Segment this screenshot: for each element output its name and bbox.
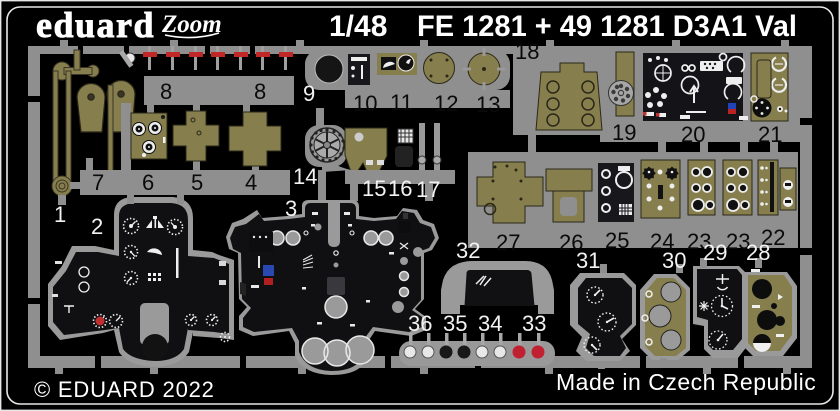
svg-text:26: 26: [559, 230, 583, 255]
svg-text:29: 29: [703, 240, 727, 265]
svg-text:23: 23: [687, 229, 711, 254]
svg-text:28: 28: [746, 240, 770, 265]
svg-text:4: 4: [245, 170, 257, 195]
svg-text:31: 31: [576, 248, 600, 273]
svg-text:8: 8: [254, 79, 266, 104]
svg-text:7: 7: [92, 170, 104, 195]
svg-text:Zoom: Zoom: [161, 11, 222, 38]
svg-text:eduard: eduard: [36, 5, 155, 45]
svg-text:18: 18: [515, 39, 539, 64]
svg-text:22: 22: [761, 225, 785, 250]
svg-text:25: 25: [605, 228, 629, 253]
svg-text:27: 27: [496, 230, 520, 255]
svg-text:8: 8: [160, 79, 172, 104]
svg-text:9: 9: [303, 81, 315, 106]
svg-text:19: 19: [612, 120, 636, 145]
svg-text:10: 10: [353, 91, 377, 116]
svg-text:2: 2: [91, 214, 103, 239]
svg-text:Made in Czech Republic: Made in Czech Republic: [556, 369, 816, 395]
svg-text:FE 1281 + 49 1281 D3A1 Val: FE 1281 + 49 1281 D3A1 Val: [417, 10, 797, 43]
svg-text:15: 15: [362, 176, 386, 201]
svg-text:1/48: 1/48: [329, 10, 387, 43]
svg-text:14: 14: [293, 164, 317, 189]
svg-text:6: 6: [142, 170, 154, 195]
svg-text:11: 11: [390, 90, 413, 115]
svg-text:32: 32: [456, 238, 480, 263]
svg-text:© EDUARD 2022: © EDUARD 2022: [34, 377, 215, 402]
svg-text:34: 34: [478, 311, 502, 336]
svg-text:1: 1: [54, 202, 66, 227]
svg-text:35: 35: [443, 311, 467, 336]
svg-text:30: 30: [662, 248, 686, 273]
svg-text:17: 17: [416, 177, 440, 202]
svg-text:36: 36: [408, 311, 432, 336]
svg-text:5: 5: [191, 170, 203, 195]
svg-text:16: 16: [388, 176, 412, 201]
svg-text:12: 12: [434, 91, 458, 116]
svg-text:3: 3: [285, 196, 297, 221]
svg-text:33: 33: [522, 311, 546, 336]
svg-text:24: 24: [650, 229, 674, 254]
svg-text:13: 13: [476, 92, 500, 117]
svg-text:23: 23: [726, 229, 750, 254]
